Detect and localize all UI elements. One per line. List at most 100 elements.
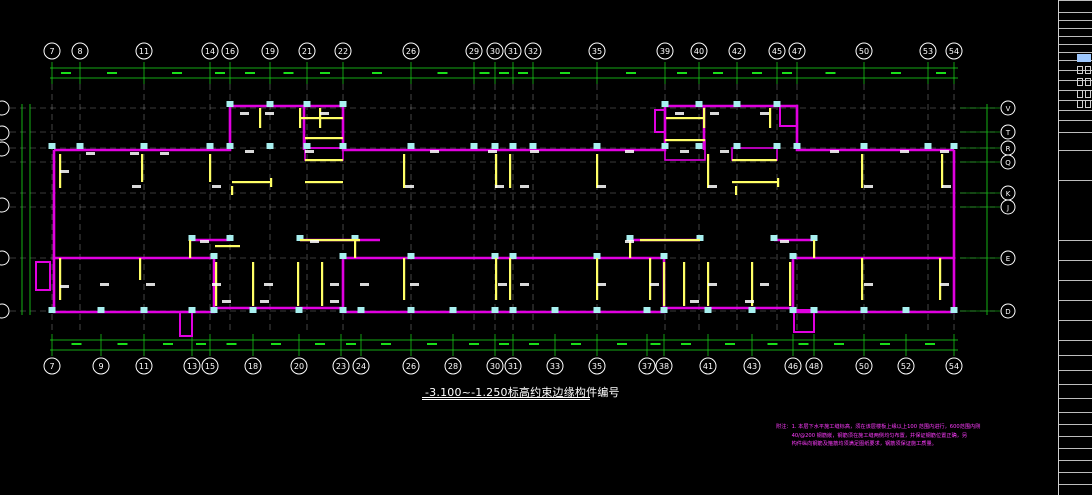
title-block-cell [1085, 78, 1091, 86]
dim-text-mark [427, 343, 437, 345]
axis-label-bottom: 30 [490, 362, 500, 371]
boundary-element [305, 159, 343, 162]
axis-label-top: 16 [225, 47, 235, 56]
column-block [210, 253, 218, 259]
column-block [295, 307, 303, 313]
axis-bubble-right [1000, 100, 1016, 116]
title-block-row [1059, 300, 1092, 301]
column-block [695, 101, 703, 107]
column-block [339, 253, 347, 259]
dim-text-mark [107, 72, 117, 74]
axis-label-bottom: 50 [859, 362, 869, 371]
column-block [593, 143, 601, 149]
axis-label-bottom: 48 [809, 362, 819, 371]
column-block [491, 253, 499, 259]
axis-bubble-bottom [352, 357, 370, 375]
column-block [793, 143, 801, 149]
dim-text-mark [725, 343, 735, 345]
axis-bubble-top [334, 42, 352, 60]
column-block [695, 143, 703, 149]
column-block [357, 307, 365, 313]
column-block [509, 307, 517, 313]
column-block [226, 101, 234, 107]
dim-text-mark [752, 72, 762, 74]
boundary-element [141, 154, 144, 182]
title-block-row [1059, 436, 1092, 437]
member-tag [264, 283, 273, 286]
axis-bubble-top [588, 42, 606, 60]
axis-label-right: K [1006, 190, 1011, 198]
boundary-element [666, 117, 705, 120]
axis-bubble-top [945, 42, 963, 60]
dim-text-mark [782, 72, 792, 74]
member-tag [760, 283, 769, 286]
axis-label-bottom: 37 [642, 362, 652, 371]
column-block [661, 143, 669, 149]
title-block-row [1059, 384, 1092, 385]
axis-label-bottom: 23 [336, 362, 346, 371]
column-block [140, 143, 148, 149]
axis-label-bottom: 9 [98, 362, 103, 371]
member-tag [498, 283, 507, 286]
title-block-cell [1085, 66, 1091, 74]
column-block [593, 307, 601, 313]
title-block-row [1059, 150, 1092, 151]
axis-label-bottom: 43 [747, 362, 757, 371]
column-block [770, 235, 778, 241]
column-block [529, 143, 537, 149]
dim-text-mark [677, 72, 687, 74]
column-block [902, 307, 910, 313]
column-block [206, 143, 214, 149]
wall-protrusion [779, 105, 798, 127]
column-block [339, 307, 347, 313]
dim-text-mark [834, 343, 844, 345]
member-tag [212, 185, 221, 188]
column-block [773, 101, 781, 107]
member-tag [625, 150, 634, 153]
axis-bubble-bottom [332, 357, 350, 375]
axis-bubble-bottom [244, 357, 262, 375]
title-block-row [1059, 240, 1092, 241]
boundary-element [732, 159, 777, 162]
dim-text-mark [163, 343, 173, 345]
boundary-element [252, 262, 255, 306]
axis-bubble-left [0, 141, 10, 157]
boundary-element [707, 154, 710, 188]
axis-bubble-top [919, 42, 937, 60]
member-tag [690, 300, 699, 303]
axis-label-right: D [1005, 308, 1010, 316]
axis-bubble-bottom [504, 357, 522, 375]
column-block [950, 307, 958, 313]
column-block [188, 235, 196, 241]
member-tag [132, 185, 141, 188]
axis-label-top: 53 [923, 47, 933, 56]
note-line: 构件纵向钢筋及箍筋均须满足图纸要求，钢筋须保证施工质量。 [776, 441, 937, 447]
axis-bubble-bottom [638, 357, 656, 375]
dim-text-mark [681, 343, 691, 345]
boundary-element [297, 262, 300, 306]
title-block-row [1059, 100, 1092, 101]
axis-bubble-bottom [402, 357, 420, 375]
column-block [351, 235, 359, 241]
axis-bubble-top [221, 42, 239, 60]
wall-protrusion [179, 311, 193, 337]
member-tag [320, 112, 329, 115]
dim-text-mark [315, 343, 325, 345]
axis-label-top: 47 [792, 47, 802, 56]
column-block [748, 307, 756, 313]
axis-label-top: 39 [660, 47, 670, 56]
member-tag [597, 185, 606, 188]
boundary-element [300, 239, 360, 242]
member-tag [864, 283, 873, 286]
title-block-row [1059, 280, 1092, 281]
boundary-element [683, 262, 686, 306]
axis-label-right: Q [1005, 159, 1011, 167]
column-block [661, 101, 669, 107]
column-block [509, 143, 517, 149]
axis-bubble-right [1000, 154, 1016, 170]
title-block-cell [1077, 100, 1083, 108]
wall-outline [35, 104, 956, 337]
axis-label-bottom: 52 [901, 362, 911, 371]
member-tag [625, 240, 634, 243]
title-block-row [1059, 12, 1092, 13]
